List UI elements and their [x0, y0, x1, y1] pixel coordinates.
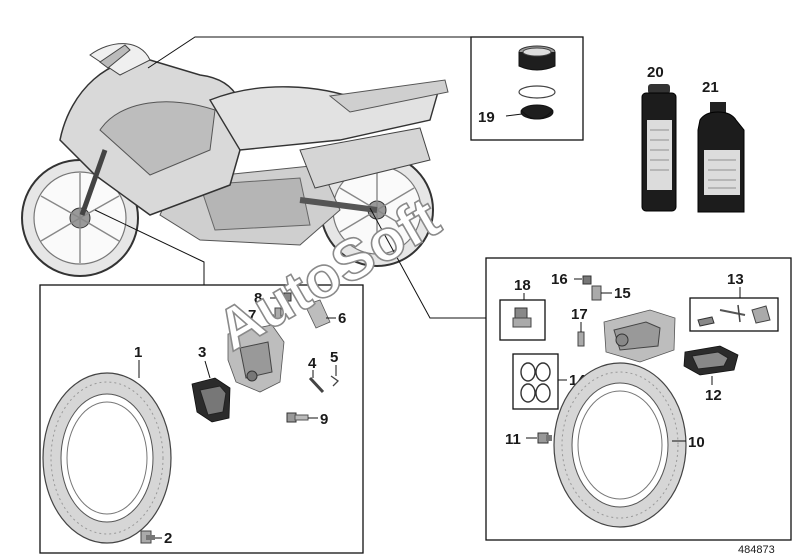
caliper-clip	[330, 375, 340, 387]
callout-5: 5	[330, 349, 338, 366]
rear-caliper-pin	[577, 331, 585, 347]
banjo-bolt	[512, 307, 532, 328]
callout-21: 21	[702, 79, 719, 96]
callout-15: 15	[614, 285, 631, 302]
detail-box-14	[512, 353, 559, 410]
rear-disc-bolt	[537, 432, 552, 444]
detail-box-13	[689, 297, 779, 332]
brake-fluid-bottle	[697, 102, 745, 213]
callout-16: 16	[551, 271, 568, 288]
rear-brake-box	[485, 257, 792, 541]
caliper-mounting-bolt	[286, 412, 309, 423]
callout-10: 10	[688, 434, 705, 451]
callout-13: 13	[727, 271, 744, 288]
callout-1: 1	[134, 344, 142, 361]
callout-7: 7	[248, 307, 256, 324]
pad-hardware-kit	[697, 304, 771, 327]
callout-17: 17	[571, 306, 588, 323]
callout-6: 6	[338, 310, 346, 327]
callout-3: 3	[198, 344, 206, 361]
rear-brake-disc	[553, 362, 687, 528]
front-brake-caliper	[227, 324, 285, 393]
bleeder-valve-cap	[582, 275, 592, 285]
o-ring-set	[520, 362, 551, 403]
bleeder-cap	[283, 292, 292, 302]
callout-11: 11	[505, 431, 521, 448]
callout-20: 20	[647, 64, 664, 81]
front-brake-pads	[191, 377, 231, 423]
detail-box-18	[499, 299, 546, 341]
callout-4: 4	[308, 355, 317, 372]
reservoir-diaphragm	[518, 85, 556, 120]
reference-number: 484873	[738, 544, 775, 556]
callout-2: 2	[164, 530, 172, 547]
bleeder-valve	[591, 285, 602, 301]
callout-8: 8	[254, 290, 262, 307]
callout-18: 18	[514, 277, 531, 294]
bleeder-screw	[274, 307, 282, 323]
cleaner-spray-can	[641, 84, 677, 212]
callout-19: 19	[478, 109, 495, 126]
disc-bolt	[140, 530, 155, 544]
front-brake-disc	[42, 372, 172, 544]
detail-box-19	[470, 36, 584, 141]
motorcycle-illustration	[21, 43, 449, 277]
rear-brake-caliper	[603, 309, 676, 363]
callout-12: 12	[705, 387, 722, 404]
rear-brake-pads	[683, 345, 739, 376]
reservoir-cap	[518, 45, 556, 71]
callout-9: 9	[320, 411, 328, 428]
caliper-pin	[308, 376, 325, 394]
pad-retaining-plate	[304, 299, 331, 329]
